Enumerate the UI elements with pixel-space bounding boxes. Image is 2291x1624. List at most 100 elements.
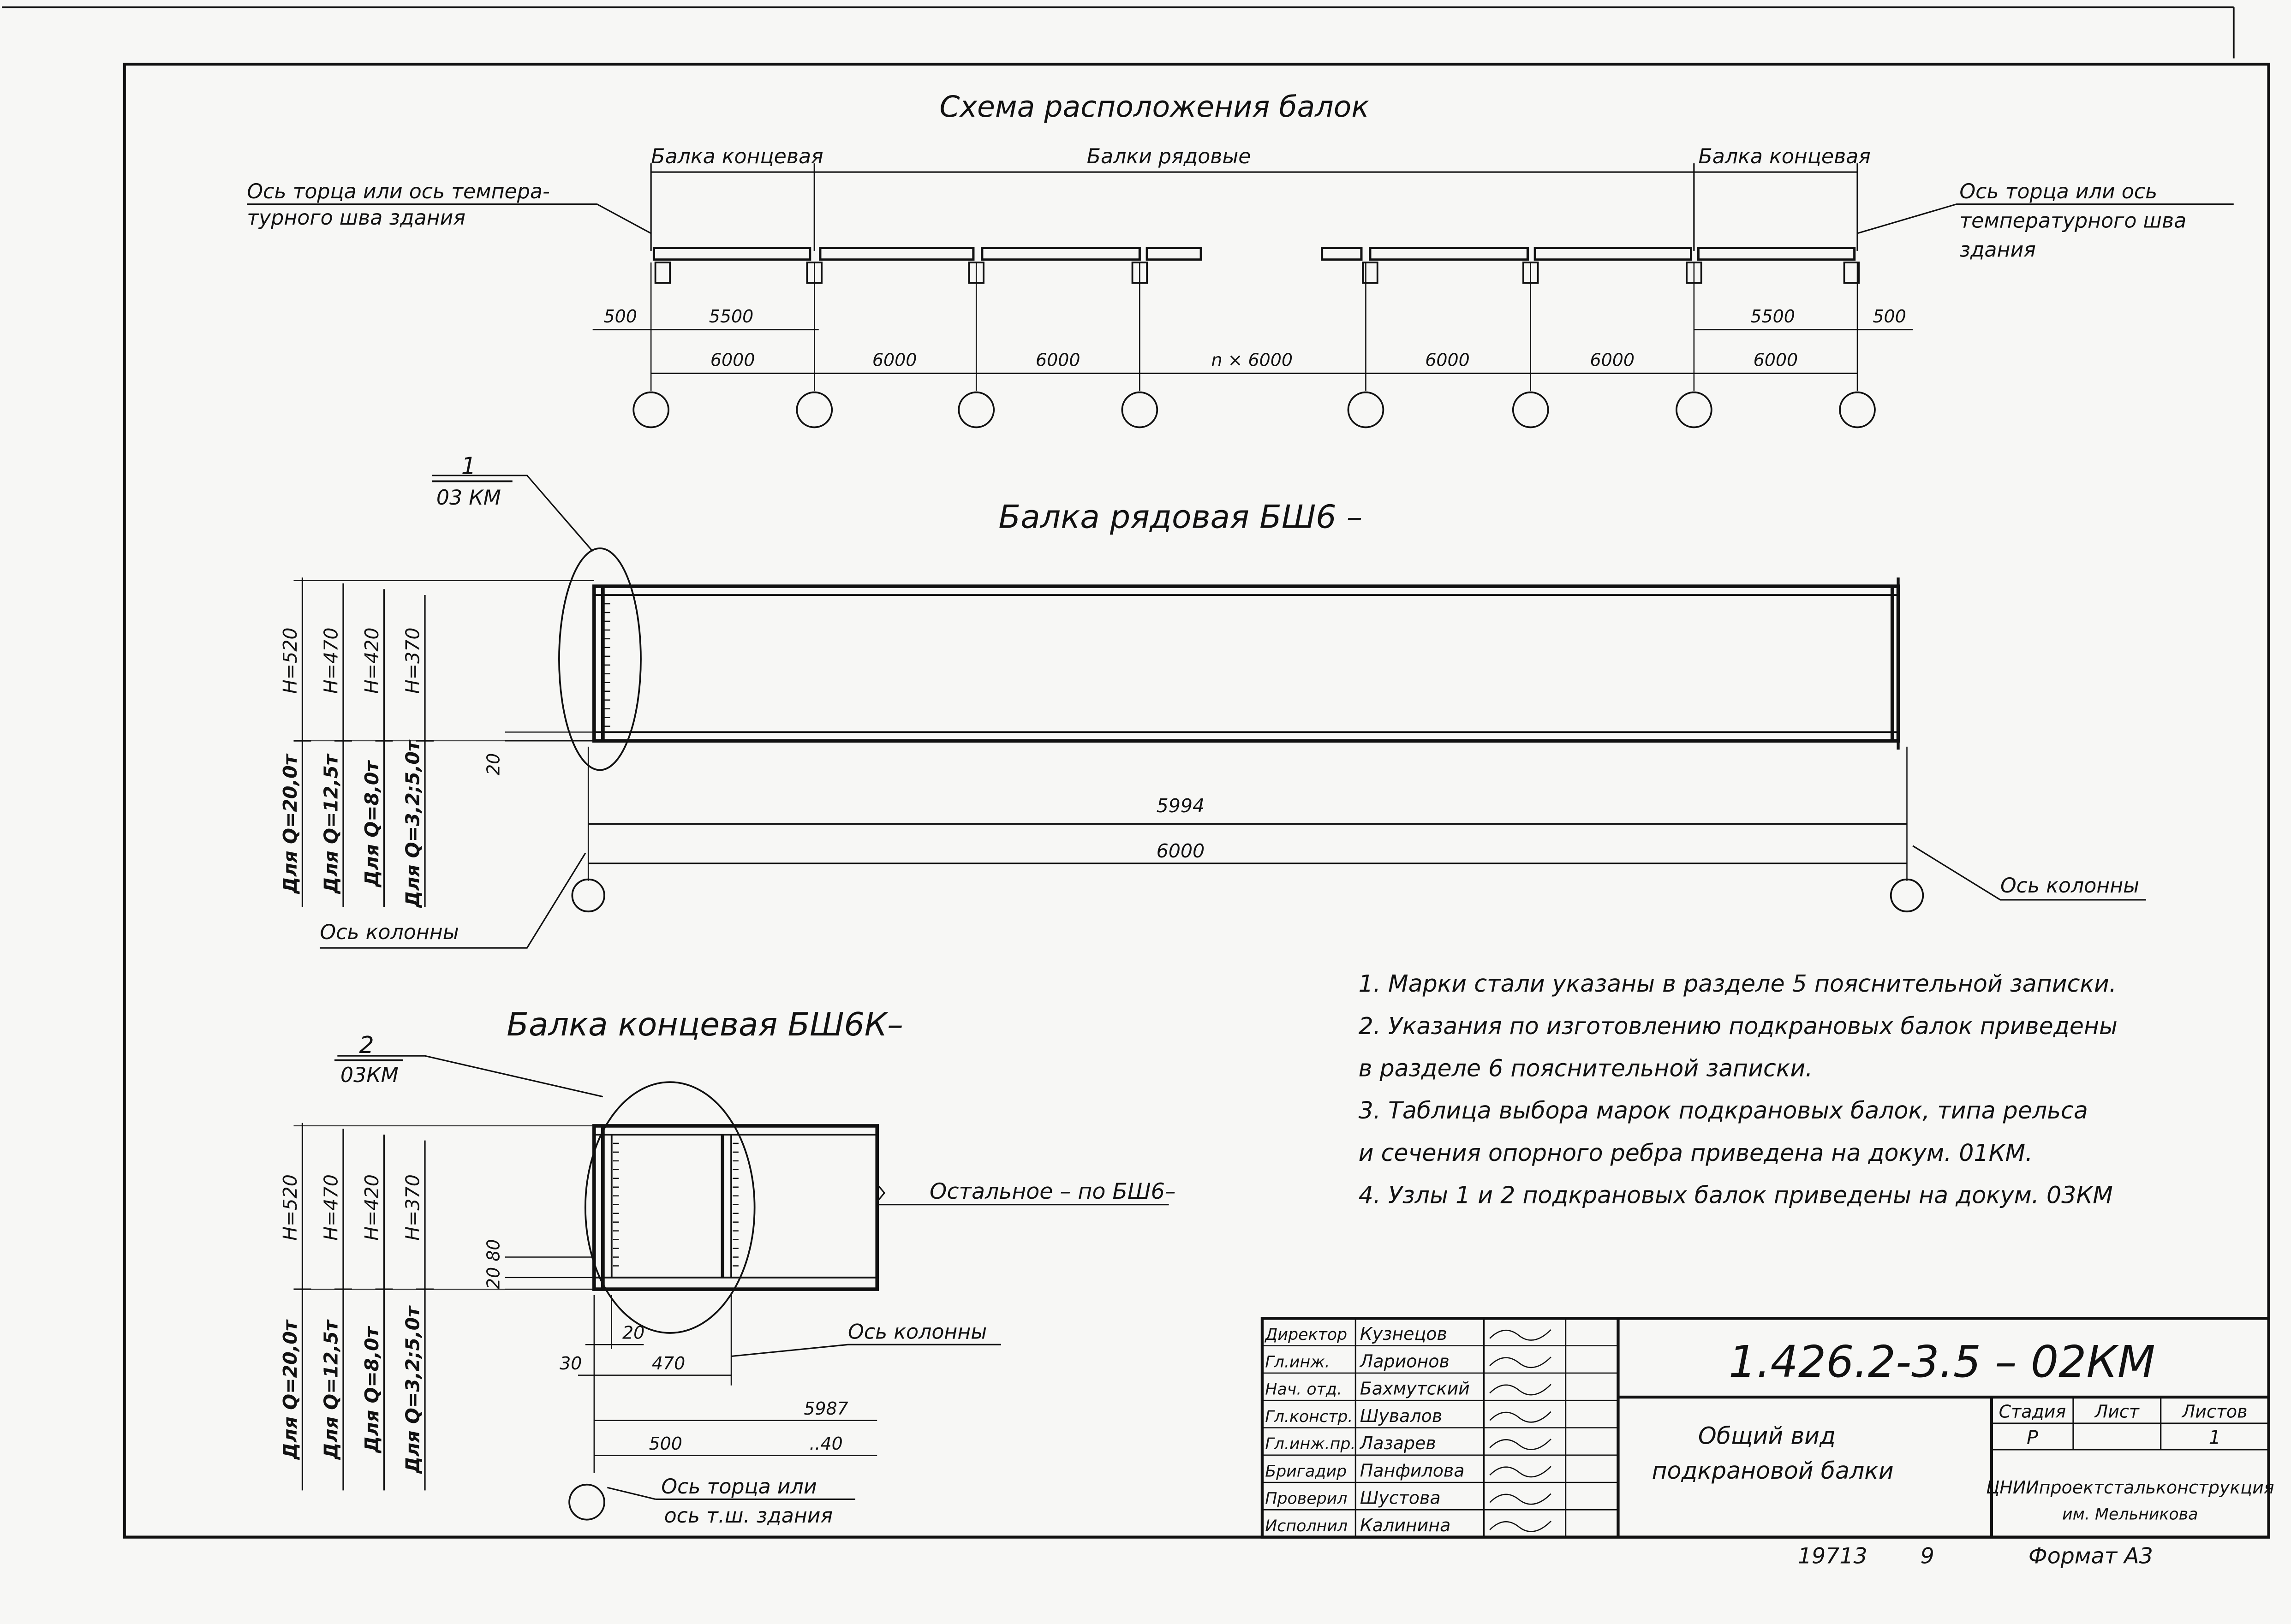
note-4: 4. Узлы 1 и 2 подкрановых балок приведен… [1359,1182,2113,1209]
general-notes: 1. Марки стали указаны в разделе 5 поясн… [1359,970,2118,1208]
row-beam-length: 5994 [1157,795,1205,817]
note-2-line2: в разделе 6 пояснительной записки. [1359,1054,1813,1082]
note-2-line1: 2. Указания по изготовлению подкрановых … [1359,1012,2118,1040]
axis-note-left-line2: турного шва здания [247,206,465,230]
end-beam-load-1: Для Q=20,0т [279,1319,301,1460]
inventory-number: 19713 [1798,1544,1867,1569]
signature-8 [1489,1520,1551,1532]
row-beam-title: Балка рядовая БШ6 – [998,499,1362,536]
end-beam-callout-doc: 03КМ [340,1064,399,1087]
end-beam-axis-column: Ось колонны [848,1321,987,1344]
end-beam-rest-note: Остальное – по БШ6– [930,1179,1175,1204]
note-3-line2: и сечения опорного ребра приведена на до… [1359,1139,2033,1166]
role-5: Гл.инж.пр. [1265,1435,1355,1453]
scheme-beams [652,246,1860,284]
role-3: Нач. отд. [1265,1380,1342,1399]
row-beam-axis-label-right: Ось колонны [2000,874,2139,898]
signature-1 [1489,1329,1551,1341]
end-beam-body [592,1124,879,1291]
end-beam-height-1: H=520 [279,1174,301,1241]
end-beam-node-2-circle [584,1081,756,1334]
row-beam-height-4: H=370 [401,627,424,694]
scheme-axis-circle-7 [1676,391,1712,428]
name-7: Шустова [1360,1488,1441,1508]
scheme-support-1 [654,262,671,284]
scheme-axis-circle-6 [1512,391,1549,428]
scheme-span-6: 6000 [1590,350,1635,370]
role-6: Бригадир [1265,1462,1347,1481]
end-beam-title: Балка концевая БШ6К– [507,1006,903,1043]
row-beam-axis-label-left: Ось колонны [320,921,459,944]
layout-scheme: Схема расположения балок Балка концевая … [247,89,2234,428]
row-beam-span: 6000 [1157,840,1205,862]
note-1: 1. Марки стали указаны в разделе 5 поясн… [1359,970,2117,997]
end-beam-axis-circle [568,1483,605,1521]
name-8: Калинина [1360,1515,1451,1535]
row-beam-load-4: Для Q=3,2;5,0т [401,739,424,909]
axis-note-right-line3: здания [1959,238,2036,262]
end-beam-height-3: H=420 [361,1174,383,1241]
end-beam-dim-500: 500 [649,1434,682,1454]
row-beam-load-3: Для Q=8,0т [361,760,383,888]
end-beam-load-4: Для Q=3,2;5,0т [401,1305,424,1475]
row-beam-axis-circle-left [571,878,605,913]
end-beam-dim-20: 20 [622,1323,644,1343]
dim-top-left-5500: 5500 [709,306,754,327]
name-3: Бахмутский [1360,1379,1470,1399]
sheet-header: Лист [2094,1401,2140,1422]
organization-subtitle: им. Мельникова [2062,1505,2198,1524]
scheme-beam-3 [981,246,1141,261]
row-beam-height-3: H=420 [361,627,383,694]
role-4: Гл.констр. [1265,1408,1353,1426]
scheme-axis-circle-1 [632,391,669,428]
row-beams-label: Балки рядовые [1087,145,1251,168]
end-beam-dim-30: 30 [560,1353,582,1374]
end-beam-load-2: Для Q=12,5т [320,1319,342,1460]
name-1: Кузнецов [1360,1324,1447,1344]
role-8: Исполнил [1265,1517,1348,1535]
inventory-sheet: 9 [1921,1544,1934,1569]
scheme-beam-5 [1321,246,1363,261]
end-beam-axis-end-line2: ось т.ш. здания [664,1504,833,1528]
role-1: Директор [1264,1326,1347,1344]
dim-top-right-5500: 5500 [1750,306,1795,327]
scheme-axis-circle-2 [796,391,833,428]
end-beam-dim-partial-1: 5987 [804,1398,848,1419]
scheme-beam-4 [1146,246,1202,261]
axis-note-right-line1: Ось торца или ось [1959,180,2157,203]
row-beam-height-1: H=520 [279,627,301,694]
scheme-beam-7 [1533,246,1693,261]
layout-scheme-title: Схема расположения балок [939,89,1369,124]
end-beam-dim-20-80: 20 80 [483,1239,503,1289]
end-beam-callout-num: 2 [359,1031,374,1059]
role-7: Проверил [1265,1490,1347,1508]
scheme-span-2: 6000 [872,350,917,370]
end-beam-label-right: Балка концевая [1698,145,1871,168]
scheme-beam-8 [1697,246,1856,261]
end-beam-dim-470: 470 [652,1353,685,1374]
scheme-span-1: 6000 [710,350,755,370]
end-beam-label-left: Балка концевая [651,145,823,168]
role-2: Гл.инж. [1265,1353,1330,1371]
row-beam-load-2: Для Q=12,5т [320,753,342,894]
doc-number: 1.426.2-3.5 – 02КМ [1729,1337,2155,1387]
signature-6 [1489,1466,1551,1478]
drawing-frame [123,62,2270,1539]
scheme-support-8 [1843,262,1860,284]
row-beam-load-1: Для Q=20,0т [279,753,301,894]
end-beam-load-3: Для Q=8,0т [361,1326,383,1454]
end-beam-dim-partial-2: ..40 [809,1434,842,1454]
dim-top-left-500: 500 [604,306,637,327]
scheme-beam-2 [819,246,975,261]
end-beam-height-2: H=470 [320,1174,342,1241]
signature-5 [1489,1439,1551,1451]
name-6: Панфилова [1360,1460,1465,1481]
scheme-span-7: 6000 [1754,350,1798,370]
